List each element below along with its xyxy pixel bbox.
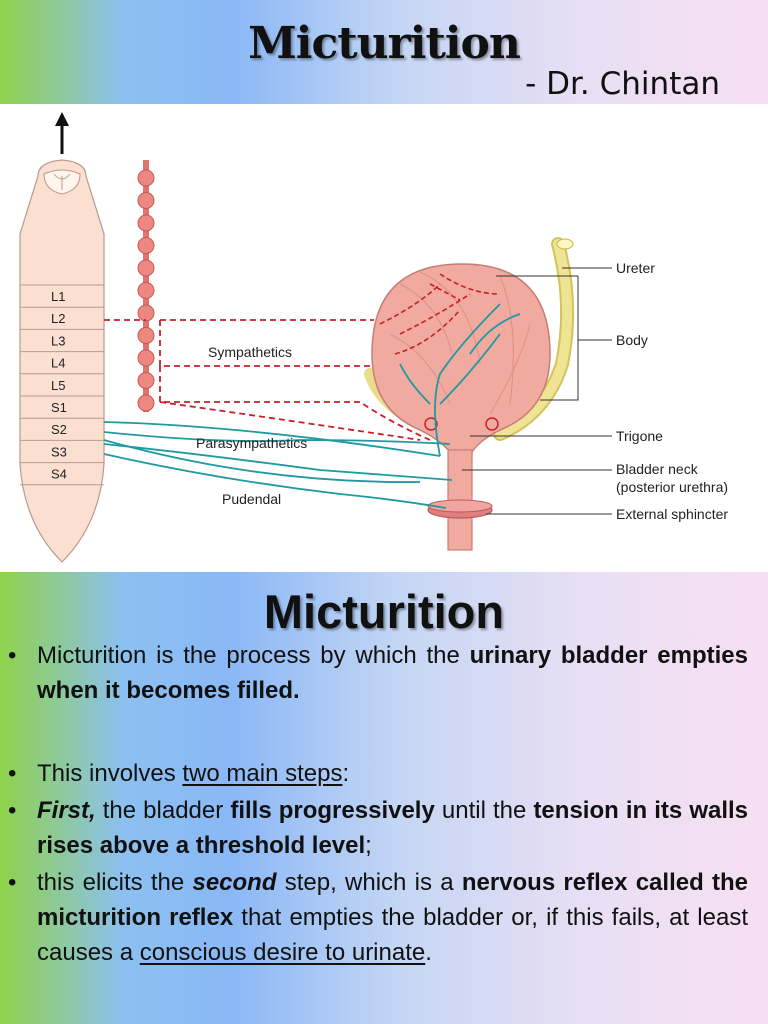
bullet-dot: • <box>8 869 17 896</box>
header-background <box>0 0 768 104</box>
pudendal-label: Pudendal <box>222 491 281 507</box>
spinal-segment-lines <box>20 284 104 486</box>
spinal-level-l5: L5 <box>51 378 65 393</box>
spinal-level-l3: L3 <box>51 333 65 348</box>
bullet-first-step: • First, the bladder fills progressively… <box>8 793 748 863</box>
sympathetic-ganglion <box>137 259 155 277</box>
sympathetic-ganglion <box>137 372 155 389</box>
spinal-level-s3: S3 <box>51 444 67 459</box>
bullet-dot: • <box>8 760 17 787</box>
bullet-dot: • <box>8 642 17 669</box>
spinal-level-l1: L1 <box>51 289 65 304</box>
sympathetic-ganglion <box>137 282 155 299</box>
sympathetic-branches <box>379 273 501 355</box>
bullet-definition: • Micturition is the process by which th… <box>8 638 748 708</box>
sympathetics-label: Sympathetics <box>208 344 292 360</box>
spinal-level-l4: L4 <box>51 356 65 371</box>
bullet-list: • Micturition is the process by which th… <box>8 638 748 970</box>
bladder-neck-sub-label: (posterior urethra) <box>616 479 728 495</box>
spinal-cord <box>19 159 105 563</box>
parasympathetics-label: Parasympathetics <box>196 435 307 451</box>
content-background <box>0 572 768 1024</box>
sympathetic-ganglion <box>137 214 155 232</box>
sympathetic-ganglion <box>137 192 155 209</box>
bullet-second-step: • this elicits the second step, which is… <box>8 865 748 970</box>
spinal-level-s2: S2 <box>51 422 67 437</box>
sympathetic-ganglion <box>137 237 155 254</box>
spinal-level-s4: S4 <box>51 467 67 482</box>
author-label: - Dr. Chintan <box>525 66 720 102</box>
bladder-neck-label: Bladder neck <box>616 461 699 477</box>
label-pointers <box>462 267 612 515</box>
bullet-two-steps: • This involves two main steps: <box>8 756 748 791</box>
external-sphincter-label: External sphincter <box>616 506 728 522</box>
body-label: Body <box>616 332 648 348</box>
slide-title: Micturition <box>248 18 521 69</box>
section-title: Micturition <box>263 585 505 638</box>
sympathetic-ganglion <box>137 327 155 344</box>
bladder <box>371 263 551 551</box>
sympathetic-chain <box>137 160 155 412</box>
spinal-level-l2: L2 <box>51 311 65 326</box>
spinal-level-s1: S1 <box>51 400 67 415</box>
sympathetic-nerves <box>104 319 431 441</box>
bullet-dot: • <box>8 797 17 824</box>
sympathetic-ganglion <box>137 394 155 412</box>
trigone-label: Trigone <box>616 428 663 444</box>
sympathetic-ganglion <box>137 304 155 322</box>
ureter-label: Ureter <box>616 260 655 276</box>
up-arrow-icon <box>55 112 69 154</box>
sympathetic-ganglion <box>137 169 155 187</box>
parasympathetic-nerves <box>103 303 521 509</box>
sympathetic-ganglion <box>137 349 155 367</box>
